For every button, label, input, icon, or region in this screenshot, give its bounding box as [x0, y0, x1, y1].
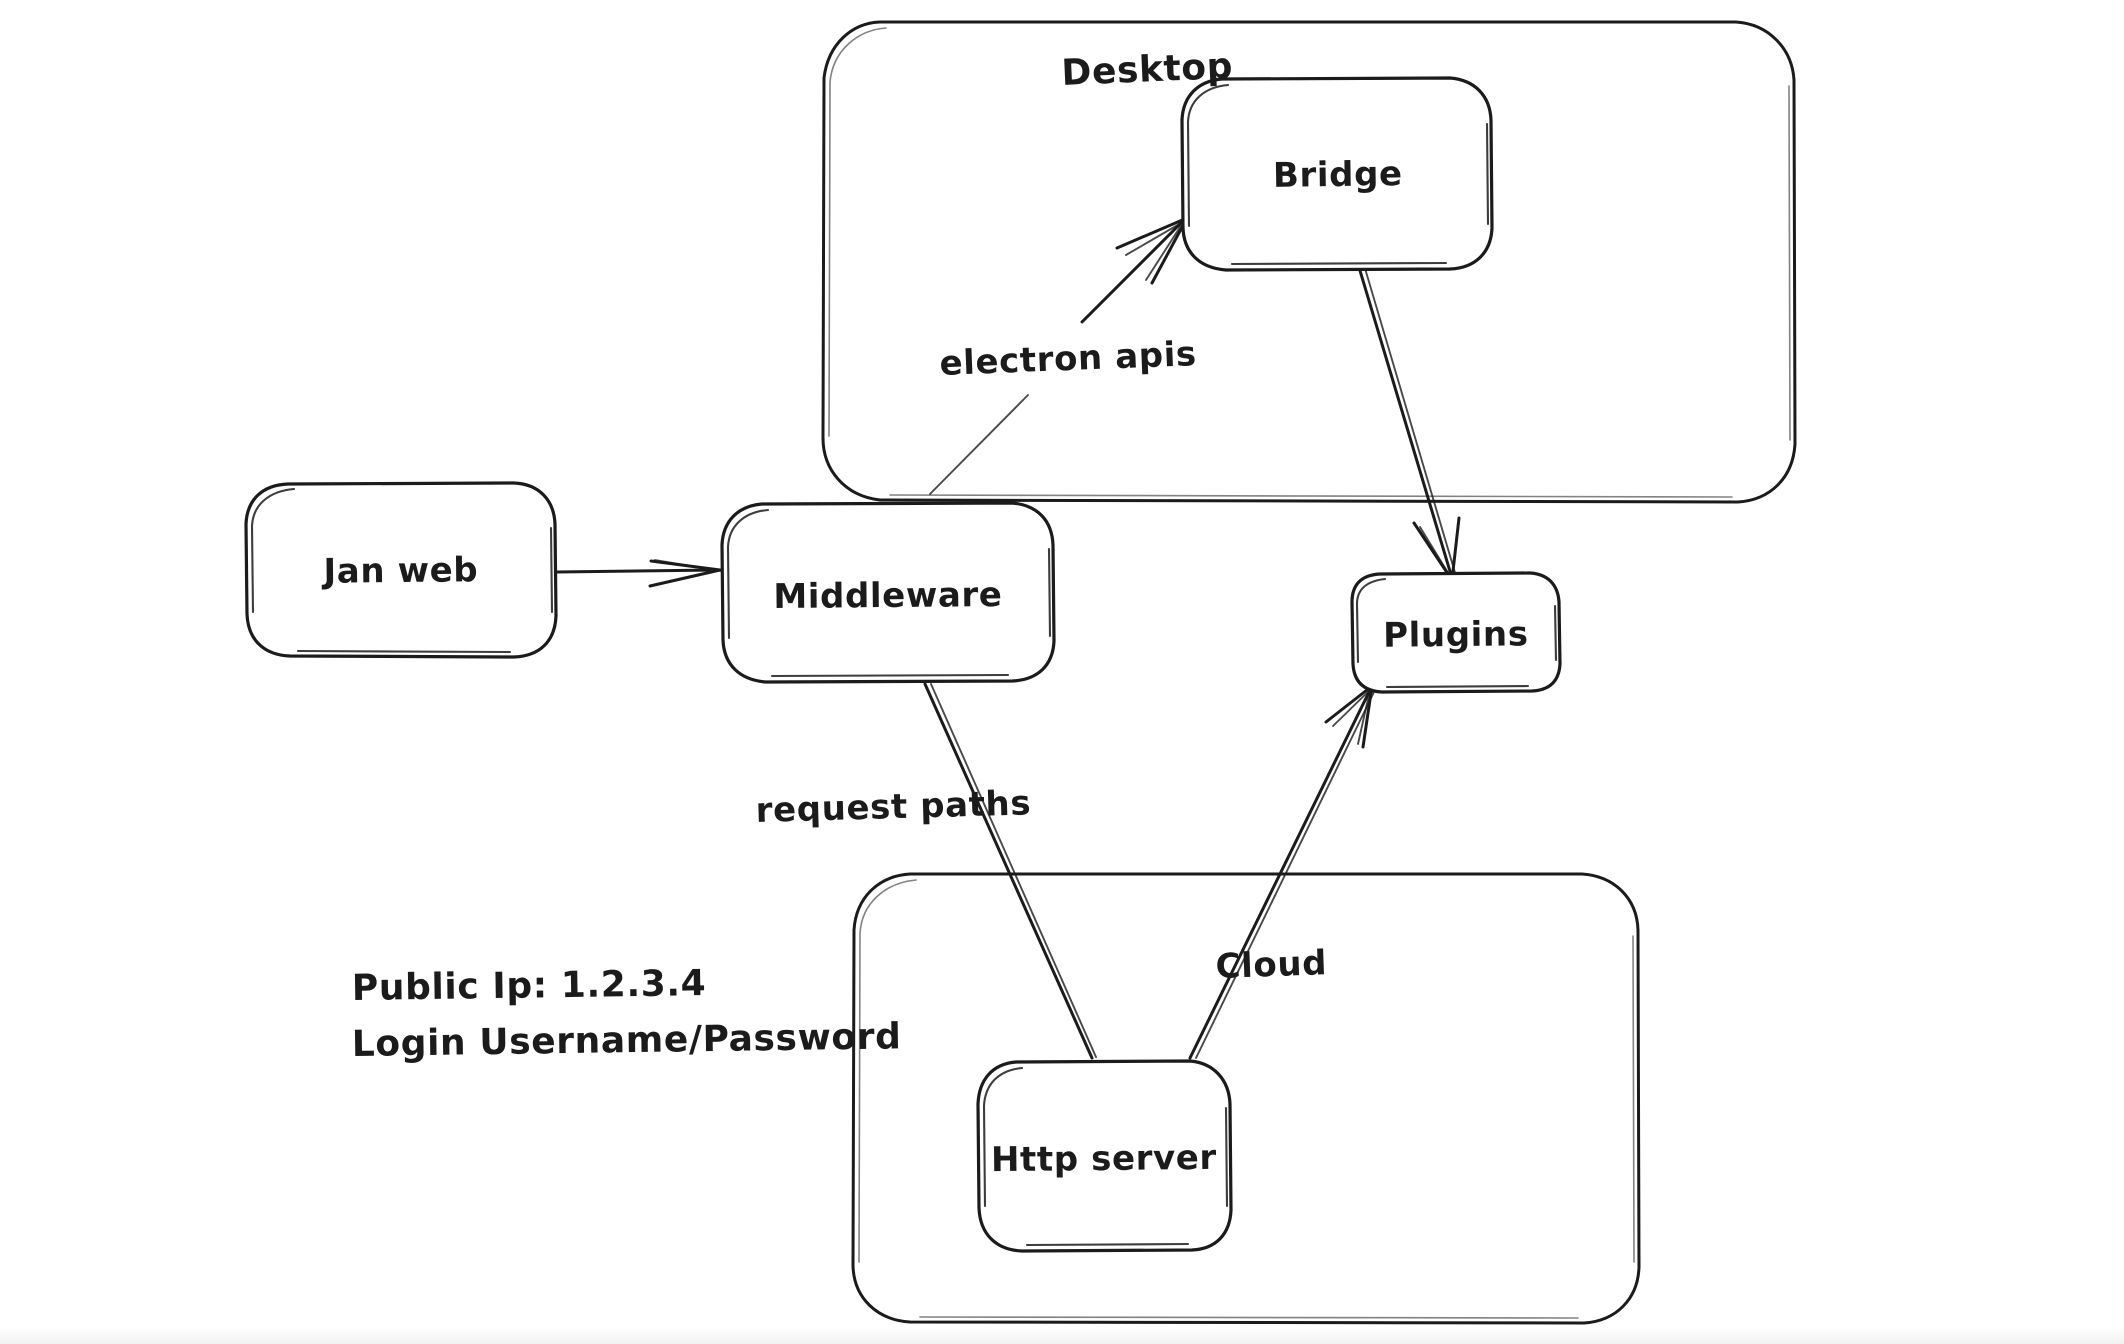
arrowhead-middleware-left-sketch: [654, 559, 722, 572]
edge-line-middleware-bridge-upper: [1080, 220, 1184, 324]
node-plugins-outline-sketch: [1355, 577, 1558, 689]
edge-line-httpserver-plugins: [1188, 688, 1372, 1060]
node-jan-web-outline-sketch: [250, 487, 554, 654]
node-bridge-outline: [1180, 76, 1494, 272]
note-public-ip: Public Ip: 1.2.3.4: [352, 963, 707, 1009]
edge-label-cloud: Cloud: [1215, 943, 1328, 987]
node-http-server-outline: [976, 1059, 1233, 1253]
edge-label-request-paths: request paths: [755, 783, 1032, 831]
node-jan-web-label: Jan web: [321, 550, 478, 592]
node-plugins-label: Plugins: [1383, 614, 1529, 656]
node-http-server-label: Http server: [991, 1138, 1217, 1180]
arrowhead-bridge-bottomleft-sketch: [1125, 218, 1189, 281]
canvas-bottom-gradient: [0, 1326, 2124, 1344]
edge-line-middleware-bridge-lower: [929, 394, 1029, 495]
group-cloud-outline-sketch: [858, 879, 1635, 1319]
node-http-server[interactable]: Http server: [976, 1059, 1233, 1253]
node-bridge[interactable]: Bridge: [1180, 76, 1494, 272]
note-login-credentials: Login Username/Password: [352, 1016, 902, 1065]
node-jan-web[interactable]: Jan web: [244, 481, 558, 659]
node-http-server-outline-sketch: [982, 1066, 1229, 1247]
node-middleware-outline-sketch: [726, 508, 1052, 678]
edge-line-bridge-plugins: [1356, 262, 1454, 580]
edge-line-middleware-httpserver: [923, 682, 1094, 1060]
edge-line-middleware-httpserver-sketch: [930, 683, 1097, 1058]
edge-line-bridge-plugins-sketch: [1363, 264, 1457, 577]
node-plugins-outline: [1350, 571, 1562, 694]
group-desktop-label: Desktop: [1061, 46, 1234, 94]
group-desktop-outline-sketch: [828, 27, 1791, 498]
node-middleware-outline: [720, 501, 1056, 684]
node-plugins[interactable]: Plugins: [1350, 571, 1562, 694]
edge-middleware-to-bridge[interactable]: electron apis: [929, 216, 1198, 495]
node-middleware-label: Middleware: [773, 575, 1002, 617]
edge-middleware-to-httpserver[interactable]: request paths: [755, 682, 1097, 1060]
edge-httpserver-to-plugins[interactable]: Cloud: [1188, 684, 1375, 1060]
notes-block: Public Ip: 1.2.3.4 Login Username/Passwo…: [352, 963, 902, 1065]
edge-janweb-to-middleware[interactable]: [555, 559, 722, 588]
edge-line-janweb-middleware: [555, 568, 720, 574]
edge-line-httpserver-plugins-sketch: [1195, 691, 1375, 1059]
node-middleware[interactable]: Middleware: [720, 501, 1056, 684]
node-jan-web-outline: [244, 481, 558, 659]
arrowhead-plugins-bottomleft-sketch: [1332, 686, 1374, 745]
node-bridge-label: Bridge: [1273, 154, 1403, 196]
edge-label-electron-apis: electron apis: [939, 334, 1198, 384]
node-bridge-outline-sketch: [1186, 83, 1490, 266]
